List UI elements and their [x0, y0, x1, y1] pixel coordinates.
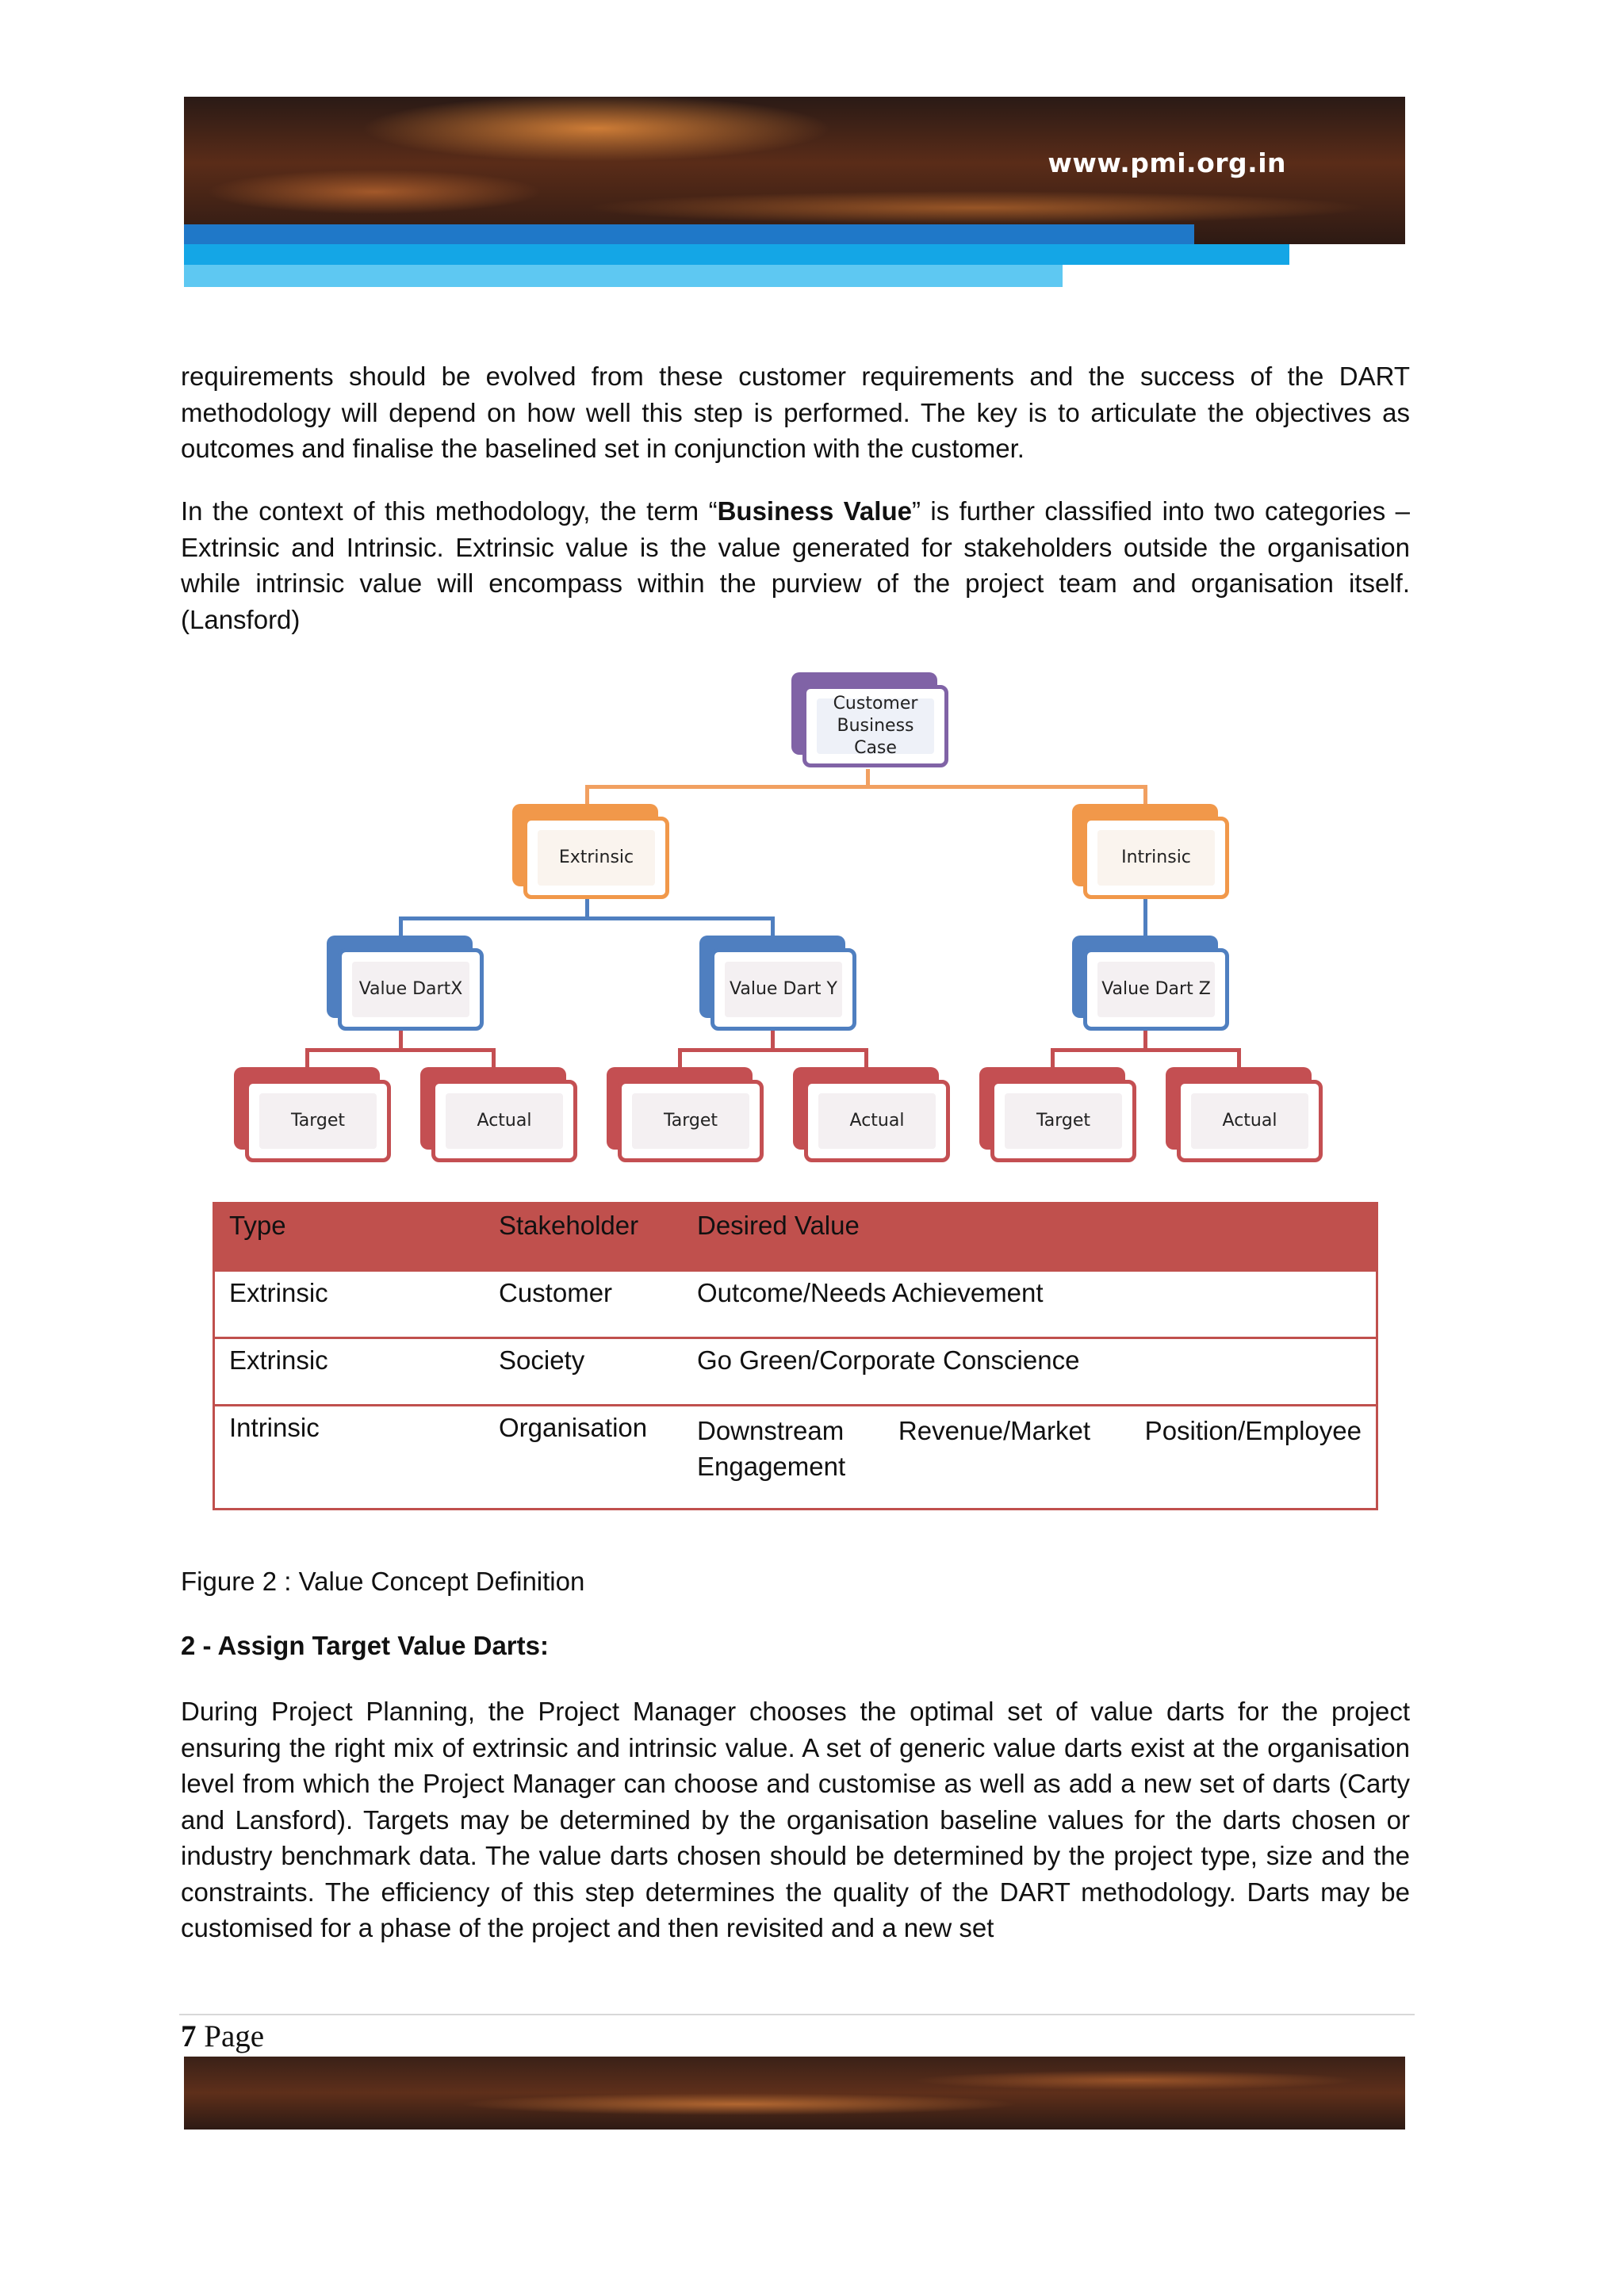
table-cell: Extrinsic: [213, 1269, 499, 1339]
connector-line: [1237, 1048, 1241, 1067]
connector-line: [1051, 1048, 1241, 1052]
header-banner: www.pmi.org.in: [184, 97, 1405, 244]
table-row: Intrinsic Organisation Downstream Revenu…: [213, 1404, 1378, 1510]
connector-line: [305, 1048, 309, 1067]
table-header-cell: Desired Value: [697, 1202, 1378, 1272]
connector-line: [1143, 888, 1147, 937]
connector-line: [1051, 1048, 1055, 1067]
body-paragraph: requirements should be evolved from thes…: [181, 362, 1410, 463]
body-paragraph: During Project Planning, the Project Man…: [181, 1697, 1410, 1942]
table-cell: Outcome/Needs Achievement: [697, 1269, 1378, 1339]
table-row: Extrinsic Society Go Green/Corporate Con…: [213, 1337, 1378, 1406]
table-cell: Organisation: [499, 1404, 697, 1510]
connector-line: [585, 785, 1147, 789]
connector-line: [585, 888, 589, 918]
page-number: 7 Page: [181, 2019, 265, 2053]
header-stripe: [184, 244, 1289, 265]
header-stripe: [184, 224, 1194, 244]
connector-line: [678, 1048, 868, 1052]
table-cell: Customer: [499, 1269, 697, 1339]
section-heading: 2 - Assign Target Value Darts:: [181, 1631, 549, 1660]
body-paragraph: In the context of this methodology, the …: [181, 496, 1411, 634]
table-header-cell: Type: [213, 1202, 499, 1272]
connector-line: [399, 1019, 403, 1050]
footer-banner: [184, 2057, 1405, 2130]
footer-divider: [179, 2014, 1415, 2015]
table-cell: Society: [499, 1337, 697, 1406]
connector-line: [771, 916, 775, 936]
table-cell: Downstream Revenue/Market Position/Emplo…: [697, 1404, 1378, 1510]
connector-line: [771, 1019, 775, 1050]
header-url: www.pmi.org.in: [1048, 147, 1286, 178]
figure-caption: Figure 2 : Value Concept Definition: [181, 1567, 585, 1596]
connector-line: [399, 916, 403, 936]
value-table: Type Stakeholder Desired Value Extrinsic…: [213, 1202, 1378, 1510]
connector-line: [399, 916, 775, 920]
connector-line: [864, 1048, 868, 1067]
connector-line: [866, 769, 870, 786]
bold-term: Business Value: [717, 496, 912, 526]
table-header-row: Type Stakeholder Desired Value: [213, 1202, 1378, 1272]
connector-line: [305, 1048, 496, 1052]
table-row: Extrinsic Customer Outcome/Needs Achieve…: [213, 1269, 1378, 1339]
connector-line: [678, 1048, 682, 1067]
connector-line: [1143, 785, 1147, 806]
table-header-cell: Stakeholder: [499, 1202, 697, 1272]
table-cell: Intrinsic: [213, 1404, 499, 1510]
header-stripe: [184, 265, 1063, 287]
table-cell: Extrinsic: [213, 1337, 499, 1406]
connector-line: [585, 785, 589, 806]
connector-line: [1143, 1019, 1147, 1050]
table-cell: Go Green/Corporate Conscience: [697, 1337, 1378, 1406]
connector-line: [492, 1048, 496, 1067]
